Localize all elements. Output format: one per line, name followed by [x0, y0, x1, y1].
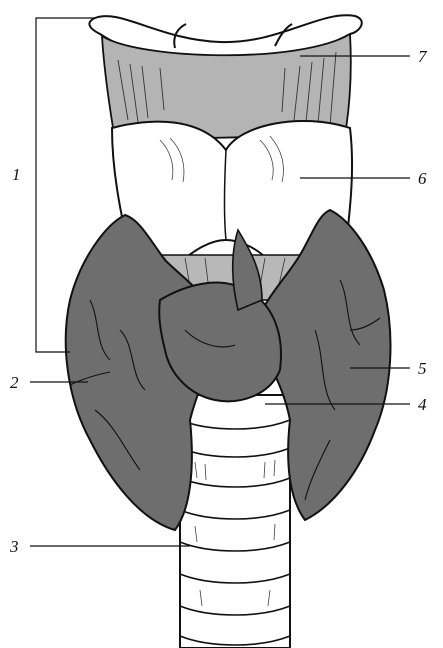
- label-3: 3: [9, 537, 19, 556]
- label-5: 5: [418, 359, 427, 378]
- trachea: [180, 395, 290, 648]
- label-6: 6: [418, 169, 427, 188]
- label-1: 1: [12, 165, 21, 184]
- label-7: 7: [418, 47, 428, 66]
- label-4: 4: [418, 395, 427, 414]
- label-2: 2: [10, 373, 19, 392]
